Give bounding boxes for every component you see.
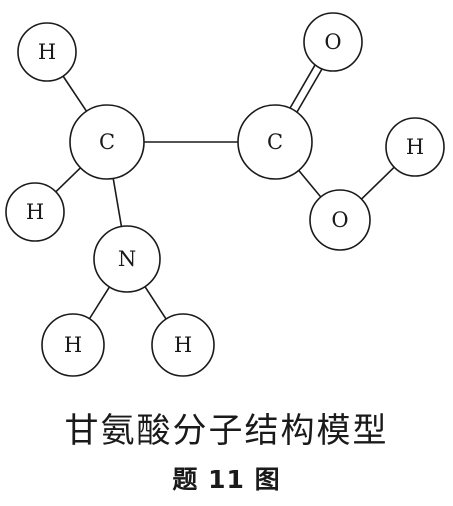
atom-label-c2: C [267, 130, 283, 154]
atom-o2: O [309, 189, 371, 251]
atom-h4: H [41, 313, 105, 377]
bond-o2-h2 [360, 166, 395, 200]
atom-circle-o1 [303, 12, 363, 72]
atom-label-h4: H [64, 333, 82, 357]
atom-label-h1: H [38, 40, 56, 64]
atom-h2: H [385, 117, 445, 177]
bonds [55, 64, 395, 320]
figure-title: 甘氨酸分子结构模型 [64, 411, 389, 451]
bond-h1-c1 [62, 75, 88, 112]
atom-h3: H [5, 182, 65, 242]
atom-label-h2: H [406, 135, 424, 159]
bond-n1-h5 [144, 286, 167, 320]
atom-circle-c2 [237, 104, 313, 180]
atom-circle-h2 [385, 117, 445, 177]
atom-c1: C [69, 104, 145, 180]
bond-c2-o2 [298, 169, 322, 198]
atom-circle-o2 [309, 189, 371, 251]
atom-n1: N [93, 225, 161, 293]
atom-circle-n1 [93, 225, 161, 293]
atom-label-o2: O [331, 208, 348, 232]
atom-circle-h5 [151, 313, 215, 377]
atom-circle-h3 [5, 182, 65, 242]
atoms: H C C O H O H N H H [5, 12, 445, 377]
atom-label-n1: N [118, 247, 136, 271]
atom-label-o1: O [324, 30, 341, 54]
atom-label-h3: H [26, 200, 44, 224]
figure-number-label: 题 11 图 [172, 465, 281, 494]
bond-c2-o1-line2 [296, 68, 323, 113]
atom-circle-c1 [69, 104, 145, 180]
bond-c1-h3 [55, 167, 82, 193]
atom-circle-h1 [17, 22, 77, 82]
atom-label-c1: C [99, 130, 115, 154]
atom-label-h5: H [174, 333, 192, 357]
atom-h1: H [17, 22, 77, 82]
atom-c2: C [237, 104, 313, 180]
atom-circle-h4 [41, 313, 105, 377]
atom-o1: O [303, 12, 363, 72]
bond-c2-o1-line1 [289, 64, 316, 109]
bond-c1-n1 [112, 178, 123, 227]
atom-h5: H [151, 313, 215, 377]
bond-n1-h4 [88, 286, 111, 320]
glycine-model-diagram: H C C O H O H N H H [5, 12, 445, 377]
